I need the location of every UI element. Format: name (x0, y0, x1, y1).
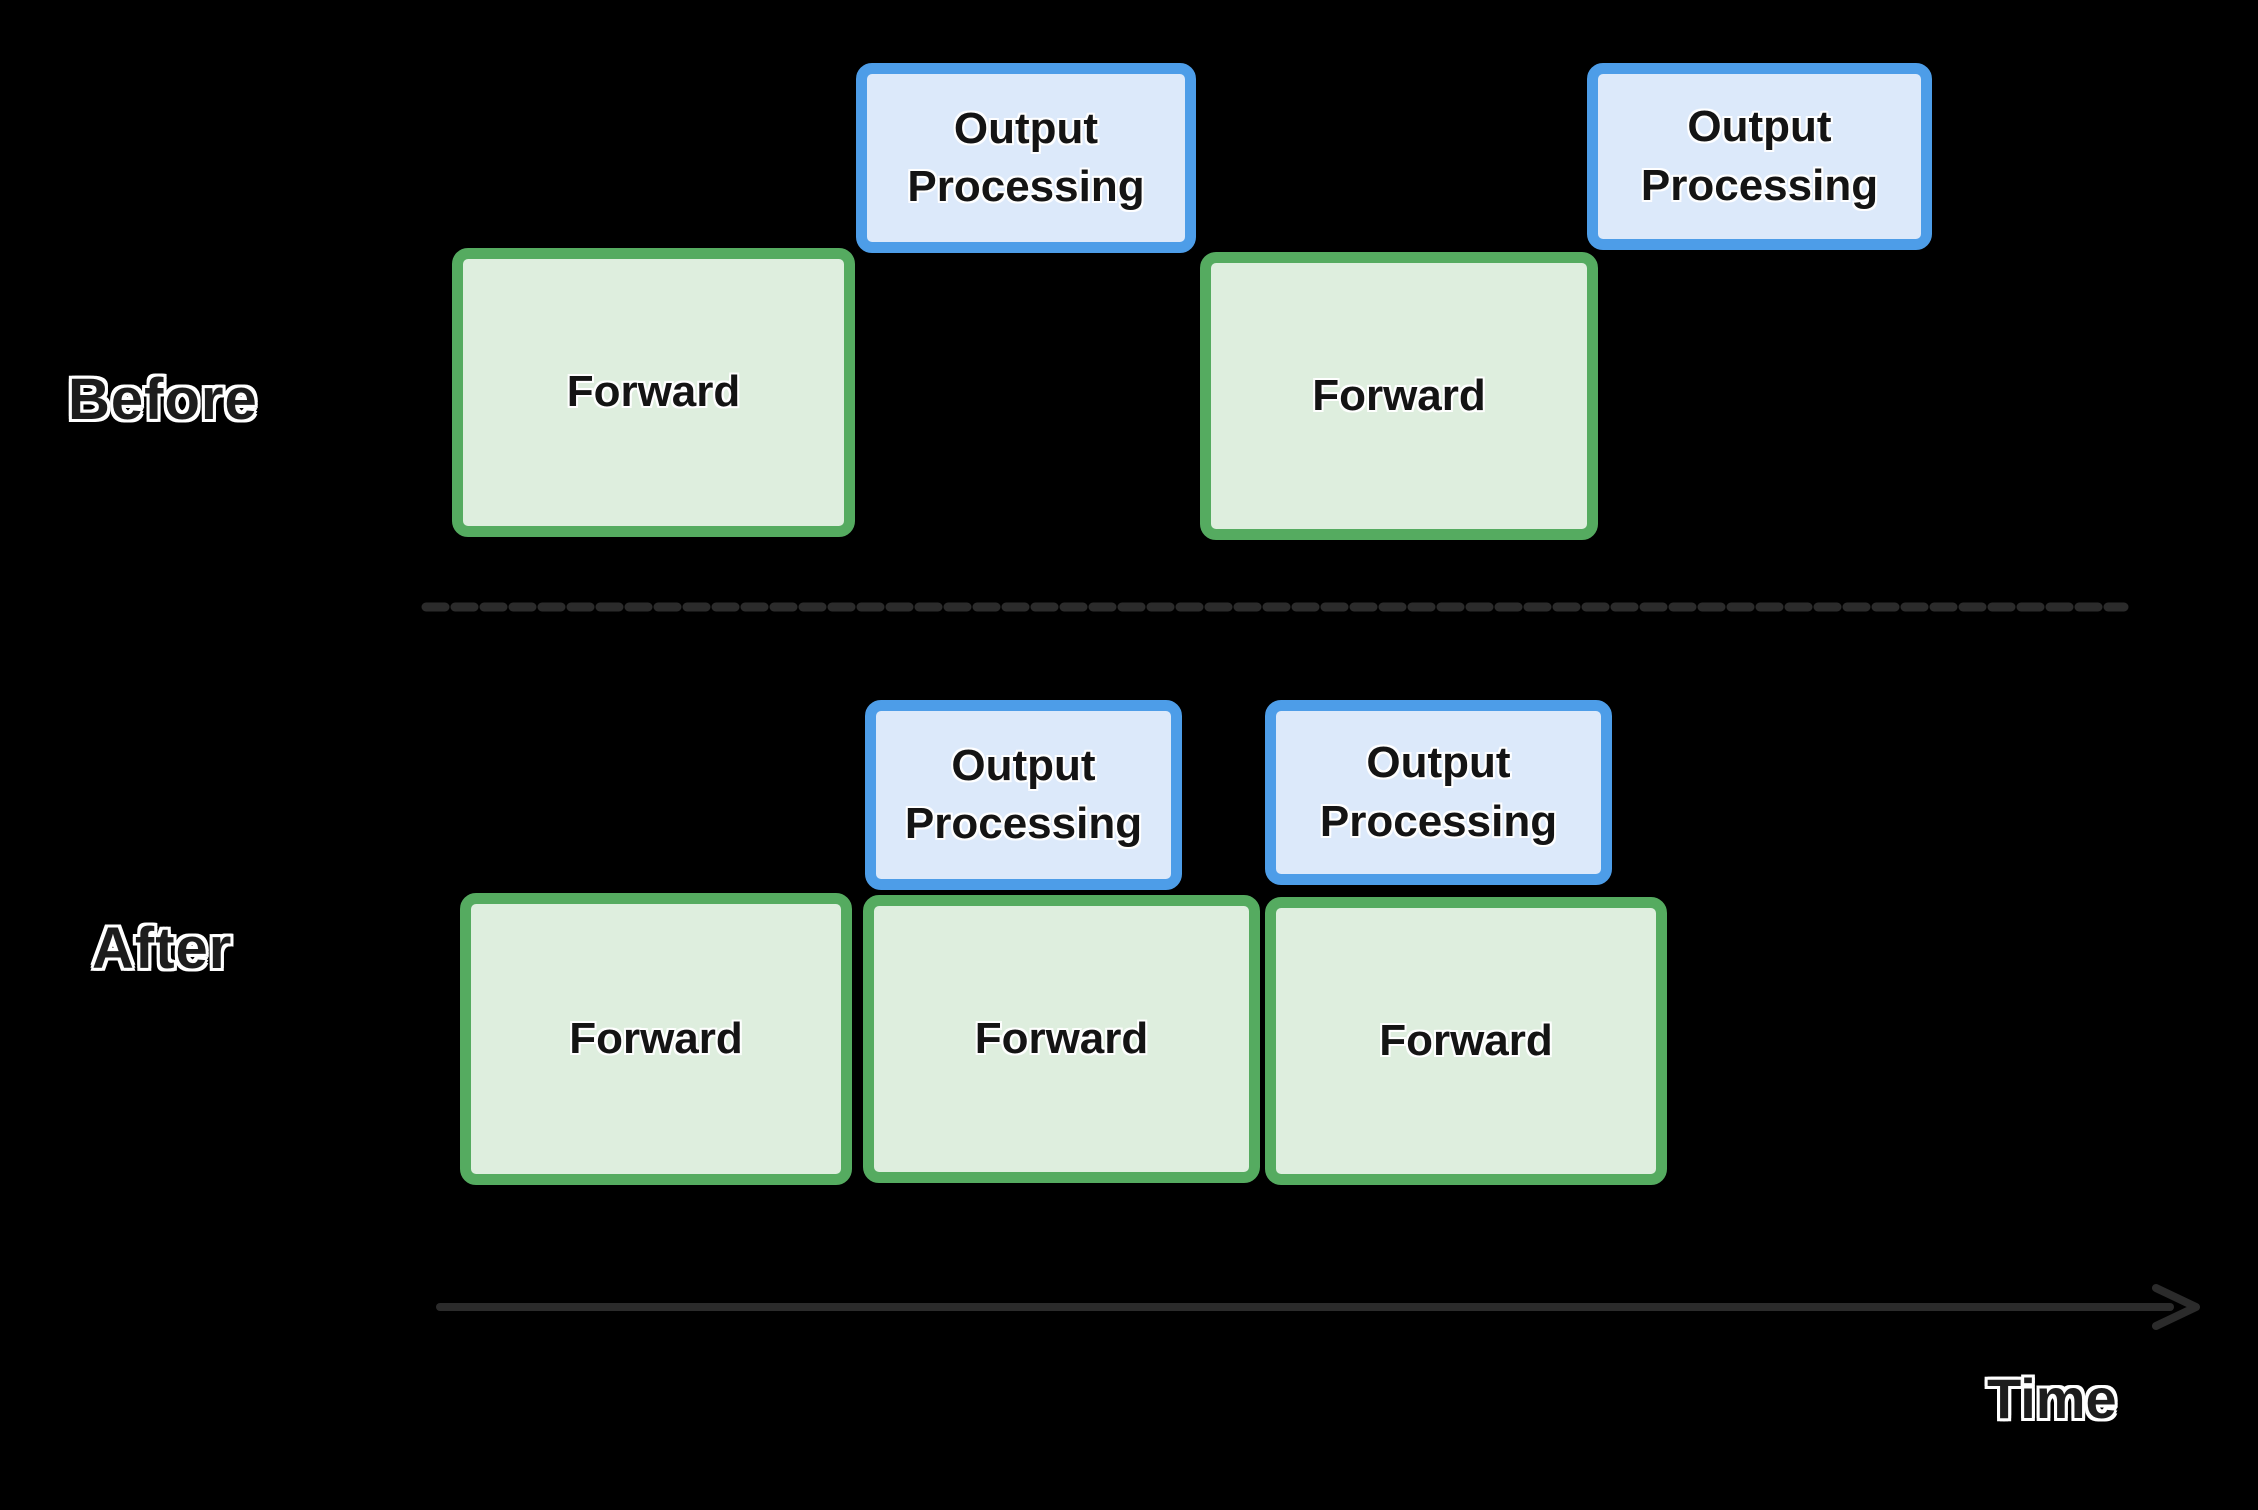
before-after-divider-dashed-line (421, 602, 2129, 612)
before-output-processing-box-1: Output Processing (856, 63, 1196, 253)
before-output-processing-box-2-label: Output Processing (1640, 102, 1879, 210)
before-forward-box-2-label: Forward (1312, 370, 1486, 420)
after-output-processing-box-2: Output Processing (1265, 700, 1612, 885)
after-output-processing-box-1: Output Processing (865, 700, 1182, 890)
time-axis-arrow (436, 1284, 2200, 1330)
time-axis-label: Time (1987, 1367, 2117, 1430)
after-output-processing-box-2-label: Output Processing (1319, 738, 1558, 846)
after-forward-box-1-label: Forward (569, 1013, 743, 1063)
before-forward-box-1: Forward (452, 248, 855, 537)
before-row-label: Before (68, 367, 258, 432)
after-row-label: After (92, 916, 233, 981)
before-forward-box-1-label: Forward (566, 367, 741, 417)
after-forward-box-2: Forward (863, 895, 1260, 1183)
after-forward-box-1: Forward (460, 893, 852, 1185)
before-forward-box-2: Forward (1200, 252, 1598, 540)
after-forward-box-3-label: Forward (1379, 1015, 1553, 1065)
after-output-processing-box-1-label: Output Processing (904, 740, 1143, 848)
before-output-processing-box-1-label: Output Processing (907, 103, 1145, 211)
after-forward-box-3: Forward (1265, 897, 1667, 1185)
after-forward-box-2-label: Forward (974, 1013, 1149, 1063)
before-output-processing-box-2: Output Processing (1587, 63, 1932, 250)
